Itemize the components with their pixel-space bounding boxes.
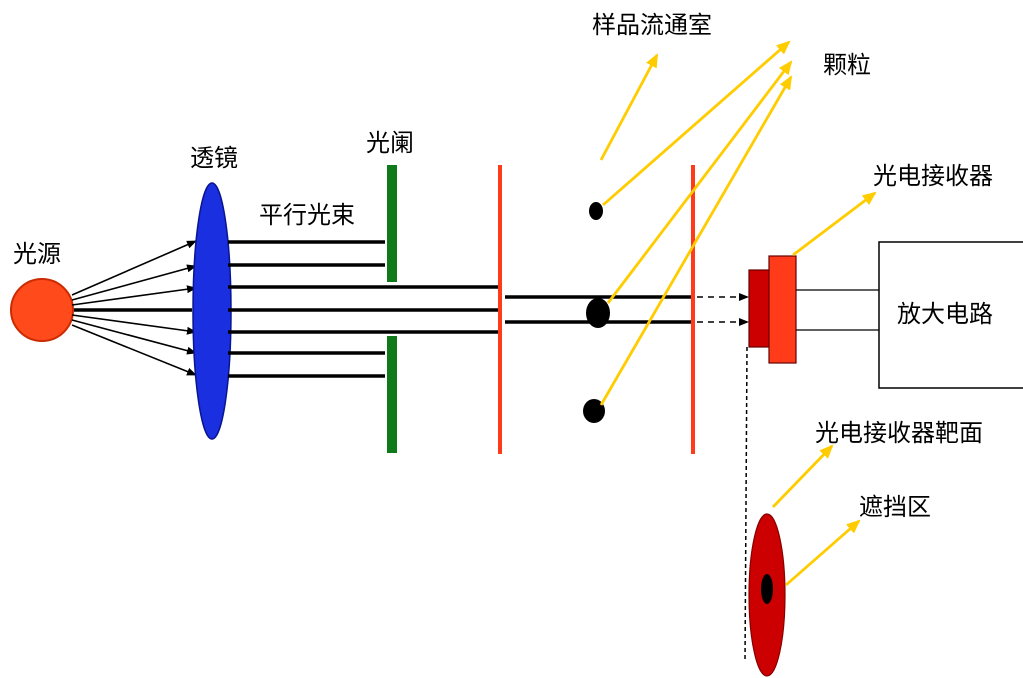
label-amplifier-circuit: 放大电路: [897, 300, 993, 328]
target-guide-line: [744, 346, 748, 663]
label-occluded-zone: 遮挡区: [859, 493, 931, 521]
pointer-particle-2: [606, 60, 793, 304]
aperture-upper: [387, 165, 397, 282]
pointer-arrows: [599, 40, 877, 587]
chamber-wall-left: [498, 165, 502, 454]
pointer-chamber: [599, 53, 659, 161]
chamber-wall-right: [691, 165, 695, 454]
label-particle: 颗粒: [823, 51, 871, 79]
label-lens: 透镜: [190, 144, 238, 172]
amplifier-box: [878, 241, 1023, 389]
pointer-occluded-zone: [785, 519, 861, 587]
pointer-particle-3: [599, 75, 793, 406]
light-source: [10, 278, 74, 342]
detector-body: [768, 255, 797, 364]
pointer-detector: [792, 191, 877, 257]
divergent-rays: [71, 240, 197, 376]
pointer-particle-1: [602, 40, 791, 207]
label-aperture: 光阑: [366, 129, 414, 157]
label-photodetector: 光电接收器: [873, 162, 993, 190]
lens: [192, 182, 232, 440]
dashed-beams: [697, 293, 749, 326]
label-parallel-beam: 平行光束: [259, 201, 355, 229]
particle-upper: [589, 202, 603, 220]
detector-face: [748, 269, 772, 348]
pointer-target-face: [771, 444, 834, 508]
aperture-lower: [387, 336, 397, 453]
occluded-zone-spot: [761, 574, 773, 604]
label-detector-target-surface: 光电接收器靶面: [815, 419, 983, 447]
particle-middle: [586, 298, 610, 328]
parallel-beam: [228, 240, 498, 378]
particle-lower: [583, 399, 605, 423]
label-light-source: 光源: [13, 240, 61, 268]
label-sample-flow-chamber: 样品流通室: [592, 11, 712, 39]
